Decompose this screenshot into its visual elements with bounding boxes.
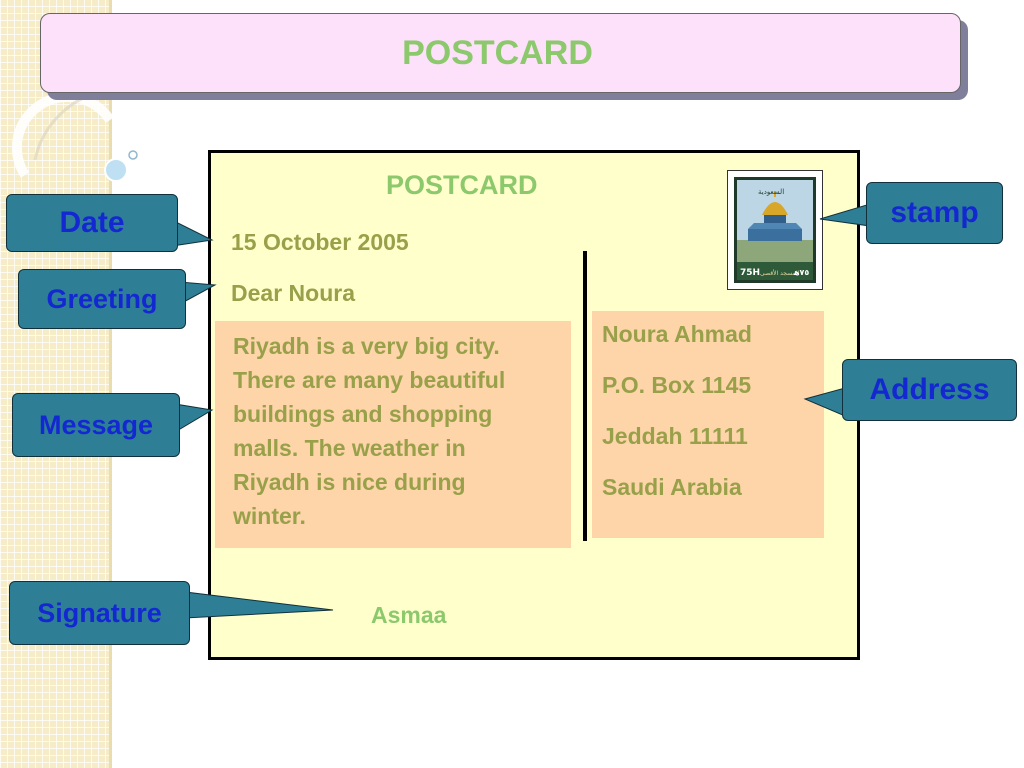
stamp-value-latin: 75H [740, 268, 760, 278]
signature-pointer [184, 591, 334, 619]
address-line: Noura Ahmad [602, 321, 752, 347]
greeting-label-text: Greeting [46, 283, 158, 314]
decorative-rings [11, 88, 138, 182]
message-line: buildings and shopping [233, 401, 493, 427]
postcard-address: Noura Ahmad P.O. Box 1145 Jeddah 11111 S… [592, 311, 824, 538]
message-line: There are many beautiful [233, 367, 506, 393]
stamp-label: stamp [866, 182, 1003, 244]
postcard-signature: Asmaa [371, 602, 447, 628]
message-label-text: Message [38, 409, 154, 440]
signature-label-text: Signature [37, 597, 162, 628]
stamp-value-arabic: ٧٥ﻫ [793, 268, 809, 277]
address-line: Saudi Arabia [602, 474, 742, 500]
date-label: Date [6, 194, 178, 252]
message-line: Riyadh is a very big city. [233, 333, 500, 359]
stamp-top-mark: ﺍﻟﺴﻌﻮﺩﻳﺔ [758, 188, 784, 196]
message-line: Riyadh is nice during [233, 469, 466, 495]
title-banner: POSTCARD [40, 13, 961, 93]
message-line: malls. The weather in [233, 435, 466, 461]
message-line: winter. [233, 503, 306, 529]
date-label-text: Date [59, 206, 125, 239]
postcard: POSTCARD 15 October 2005 Dear Noura Riya… [208, 150, 860, 660]
page-title: POSTCARD [402, 33, 593, 72]
message-label: Message [12, 393, 180, 457]
postcard-divider [583, 251, 587, 541]
stamp-pointer [819, 203, 871, 227]
date-pointer [171, 219, 214, 247]
signature-label: Signature [9, 581, 190, 645]
address-label-text: Address [869, 373, 990, 406]
postcard-greeting: Dear Noura [231, 280, 355, 306]
message-pointer [174, 403, 214, 433]
postcard-message: Riyadh is a very big city. There are man… [215, 321, 571, 548]
address-line: Jeddah 11111 [602, 423, 748, 449]
address-label: Address [842, 359, 1017, 421]
postcard-title: POSTCARD [386, 170, 538, 200]
stamp-inscription: المسجد الأقصى [760, 269, 800, 277]
address-line: P.O. Box 1145 [602, 372, 752, 398]
address-pointer [803, 387, 846, 417]
greeting-label: Greeting [18, 269, 186, 329]
postage-stamp: ﺍﻟﺴﻌﻮﺩﻳﺔ 75H المسجد الأقصى ٧٥ﻫ [727, 170, 823, 290]
dome-of-the-rock-image: ﺍﻟﺴﻌﻮﺩﻳﺔ 75H المسجد الأقصى ٧٥ﻫ [734, 177, 816, 283]
postcard-date: 15 October 2005 [231, 229, 409, 255]
stamp-label-text: stamp [890, 196, 979, 229]
